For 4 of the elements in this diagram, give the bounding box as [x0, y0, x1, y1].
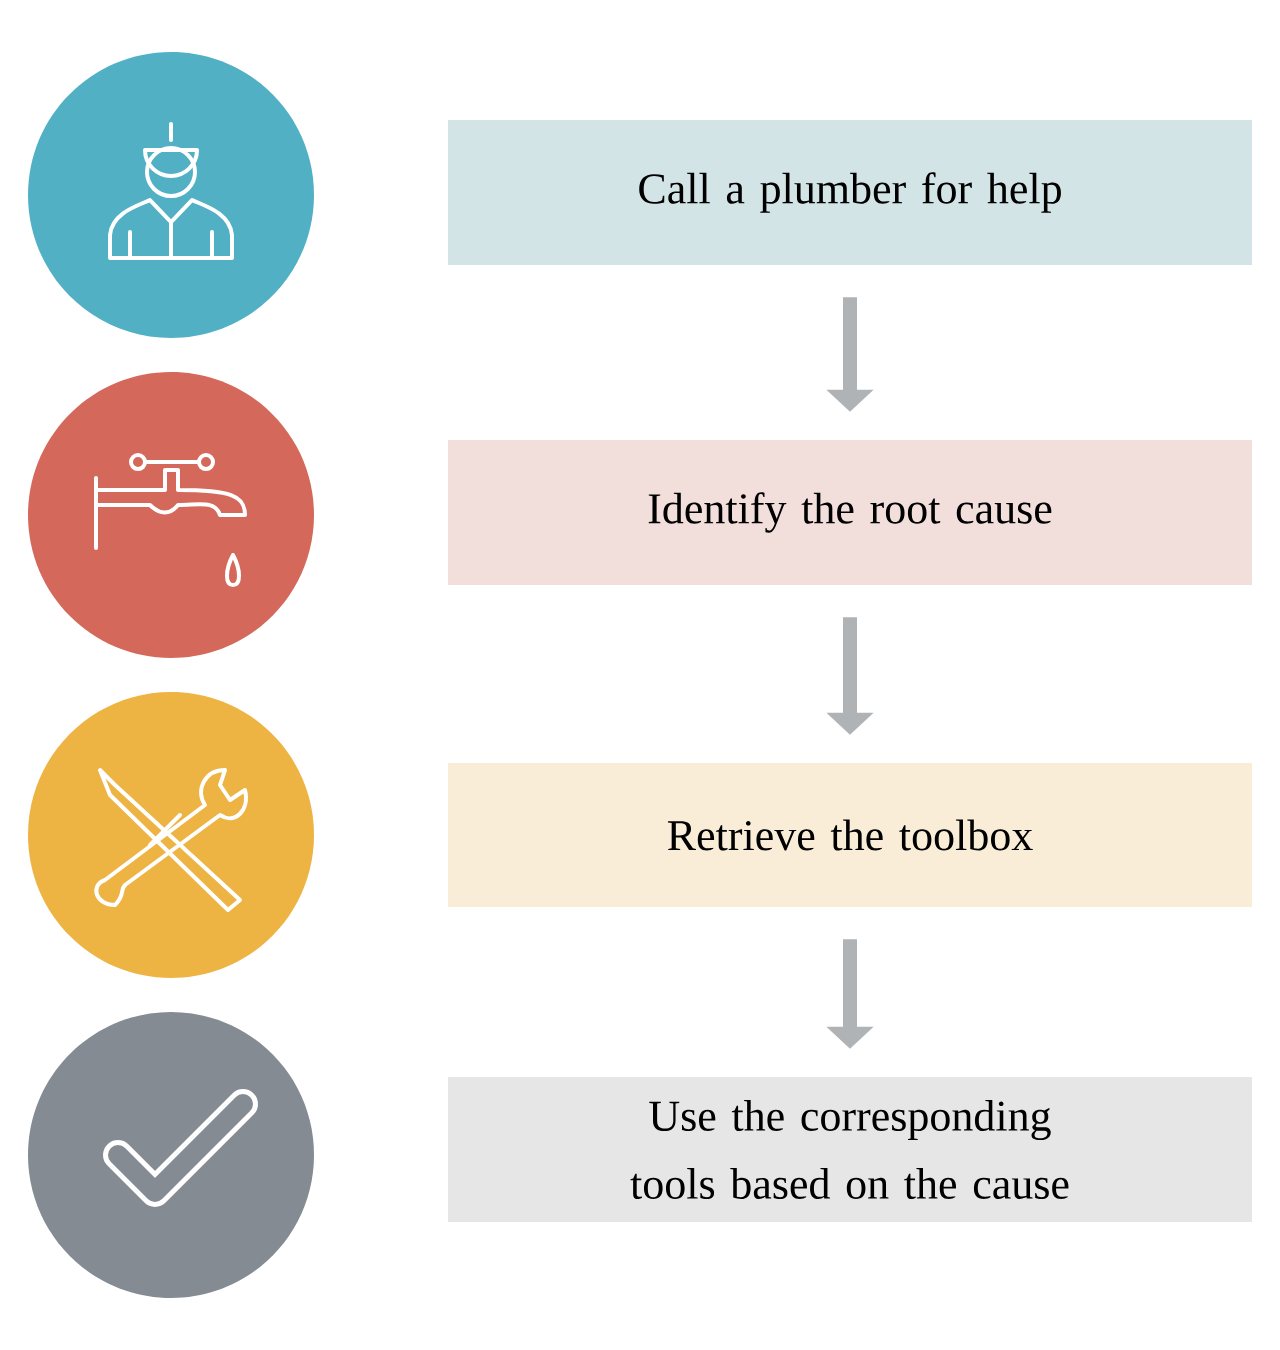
- step-box: Call a plumber for help: [448, 120, 1252, 265]
- step-box: Identify the root cause: [448, 440, 1252, 585]
- step-box: Use the corresponding tools based on the cause: [448, 1077, 1252, 1222]
- step-box: Retrieve the toolbox: [448, 763, 1252, 907]
